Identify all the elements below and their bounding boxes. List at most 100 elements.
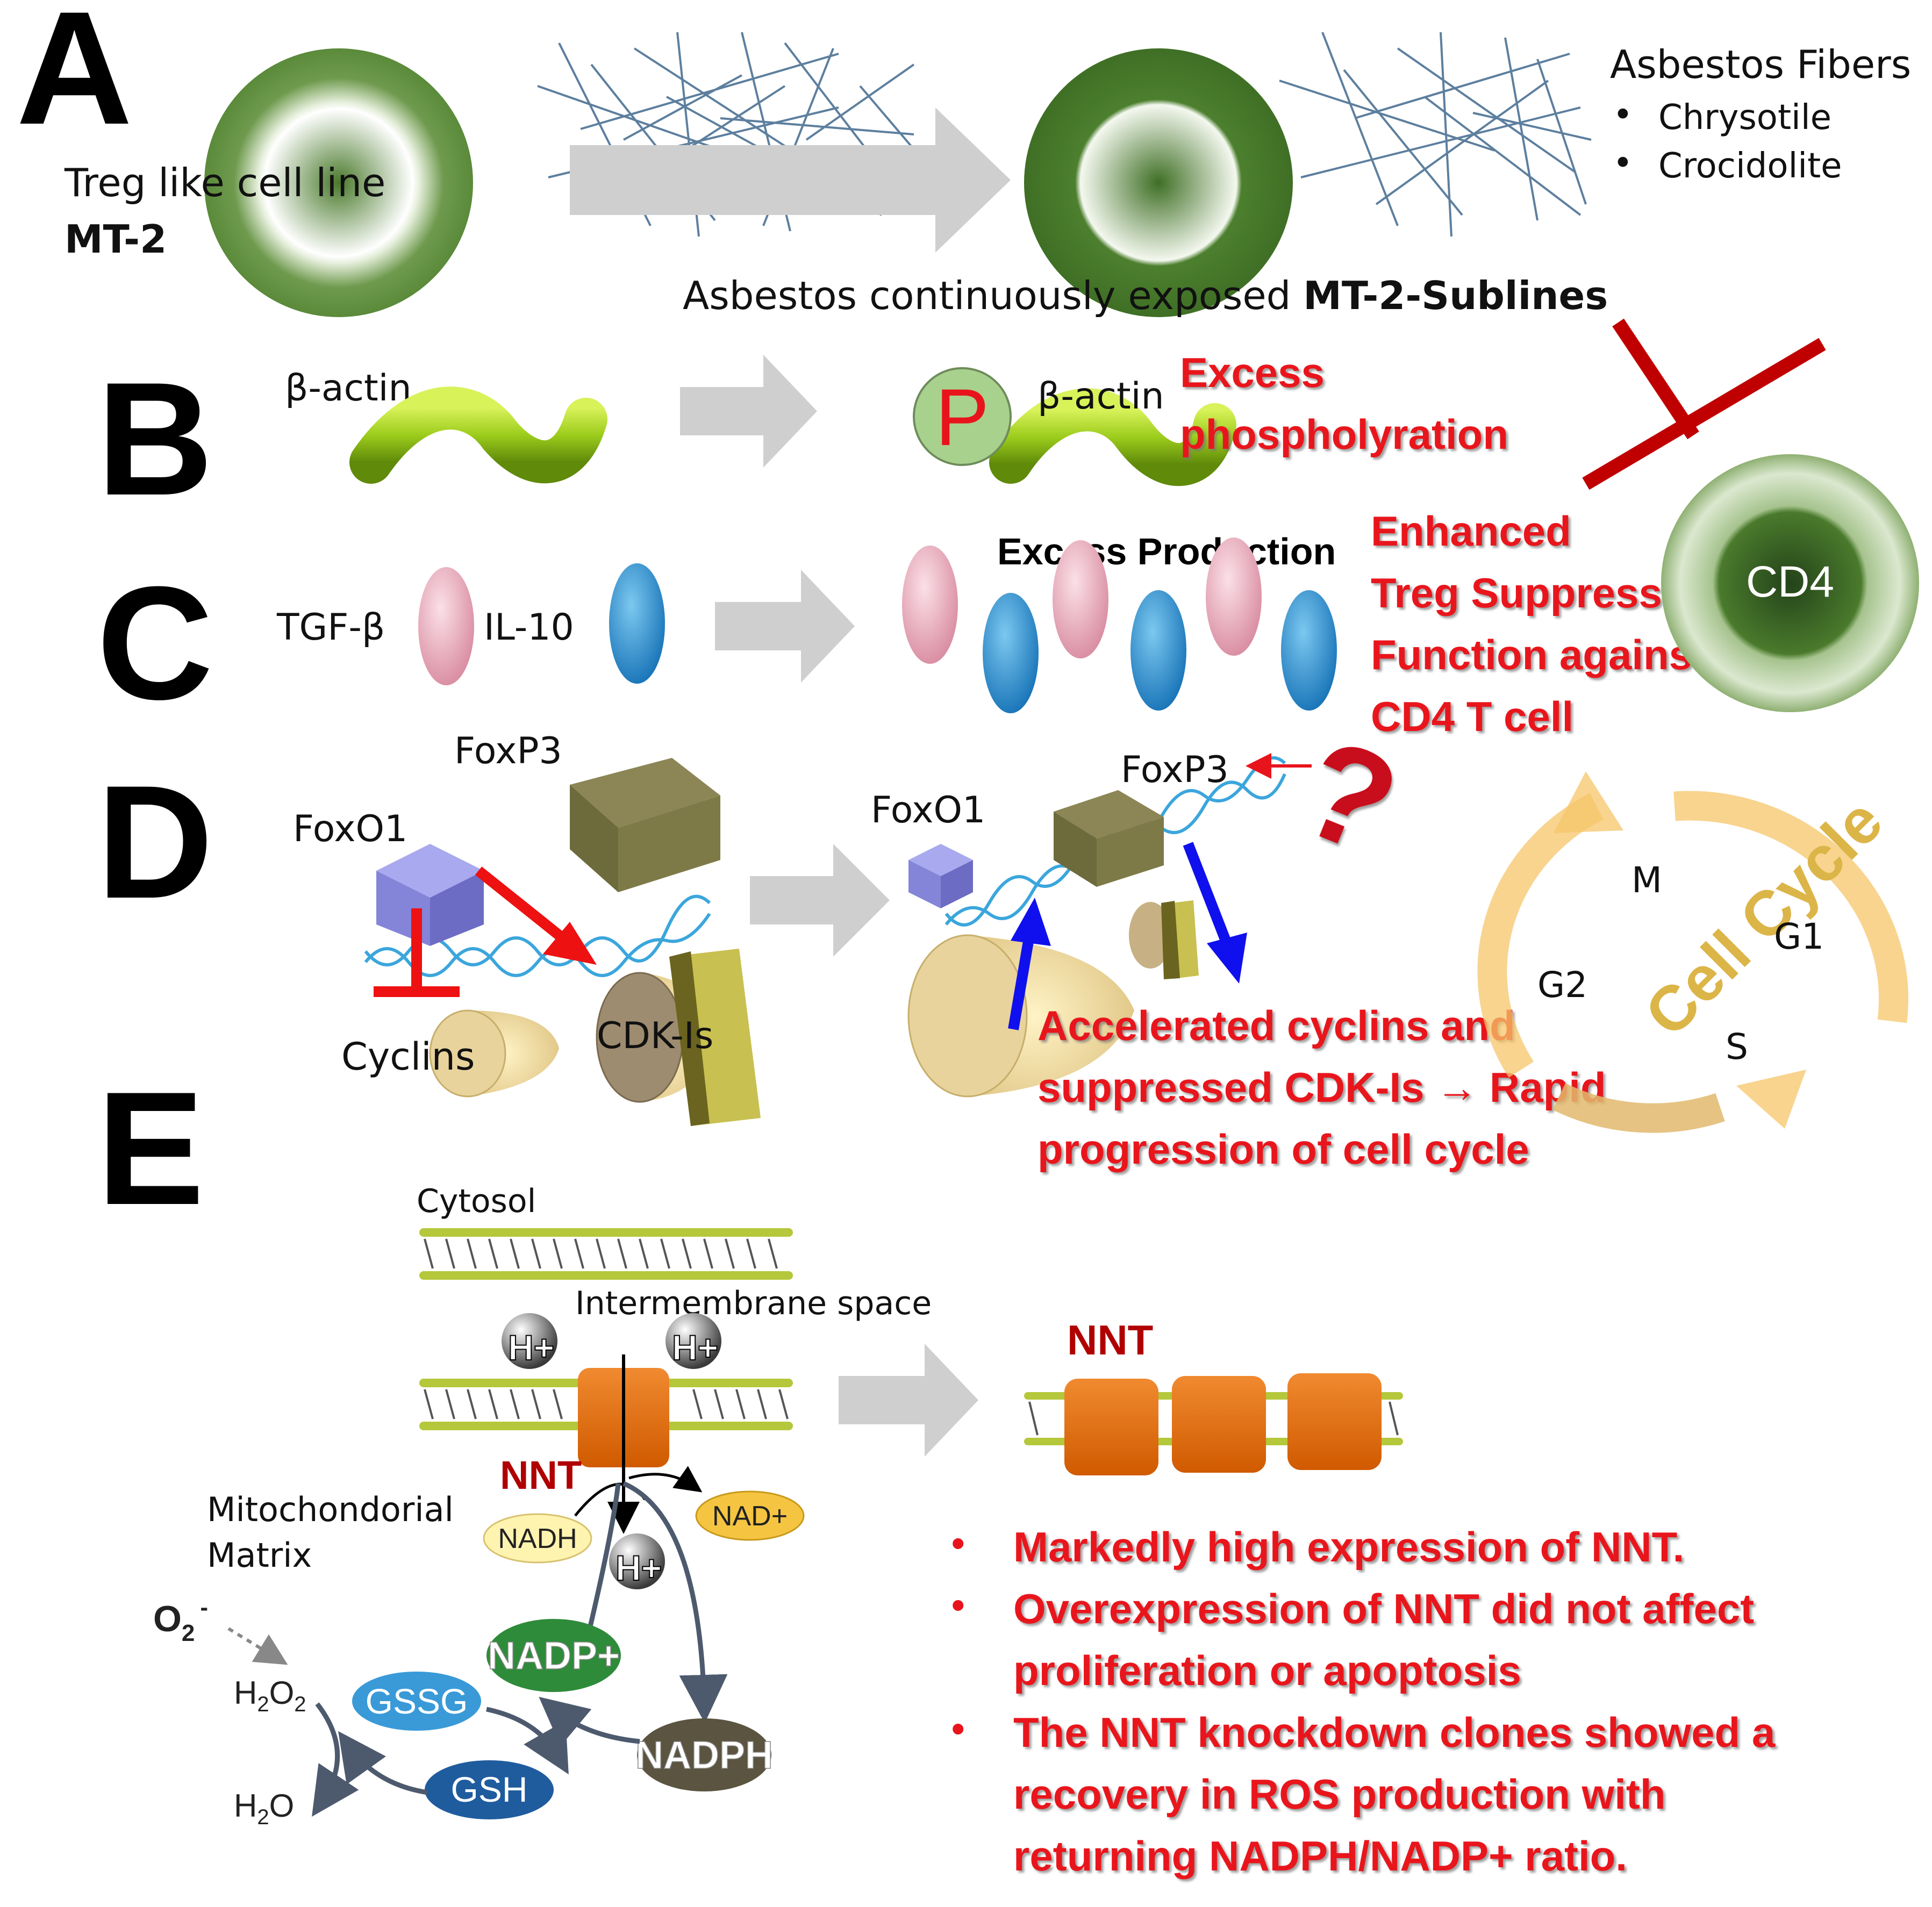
sublines-caption-prefix: Asbestos continuously exposed	[683, 273, 1303, 318]
gsh-to-gssg-arrow	[338, 1731, 428, 1795]
nnt-block-1	[1064, 1379, 1158, 1475]
nad-plus-curve	[628, 1466, 703, 1493]
foxp3-right-label: FoxP3	[1121, 749, 1229, 791]
question-mark: ?	[1280, 708, 1418, 885]
d-result-line-1: Accelerated cyclins and	[1037, 1002, 1515, 1049]
cytosol-label: Cytosol	[417, 1182, 536, 1220]
h2o2-h: H	[234, 1675, 257, 1711]
cyclins-up-arrow	[1008, 898, 1051, 1030]
fiber-bullet-2: •	[1613, 144, 1633, 183]
proton-1-label: H+	[508, 1328, 554, 1367]
finding-2: Overexpression of NNT did not affect	[1013, 1585, 1754, 1632]
arrow-d	[750, 844, 890, 957]
superoxide-label: O2-	[153, 1594, 208, 1646]
cyclins-cone-left	[429, 1009, 559, 1098]
h2o-h: H	[234, 1788, 257, 1824]
il10-label: IL-10	[484, 606, 574, 649]
arrow-a	[570, 107, 1011, 253]
arrow-b	[680, 355, 817, 468]
nadh-node	[483, 1513, 592, 1564]
panel-d: D FoxP3 FoxO1	[97, 708, 1908, 1173]
o2-sup: -	[200, 1594, 208, 1621]
matrix-line-2: Matrix	[207, 1536, 312, 1575]
foxo1-inhibit-cyclins	[374, 908, 460, 997]
cell-line-name: MT-2	[65, 217, 167, 262]
foxo1-box-right	[908, 844, 973, 908]
gssg-to-gsh-arrow	[486, 1707, 569, 1775]
foxp3-box-right	[1054, 790, 1164, 887]
finding-3: proliferation or apoptosis	[1013, 1647, 1521, 1694]
phase-s: S	[1726, 1026, 1748, 1067]
proton-1	[502, 1313, 557, 1369]
fiber-type-1: Chrysotile	[1658, 98, 1831, 138]
cyclins-label: Cyclins	[341, 1035, 475, 1079]
nnt-to-nadph-curve	[622, 1481, 728, 1723]
h2o2-label: H2O2	[234, 1675, 306, 1716]
nadh-label: NADH	[498, 1523, 577, 1554]
panel-b-letter: B	[97, 348, 213, 529]
fibers-title: Asbestos Fibers	[1610, 42, 1911, 87]
proton-2-label: H+	[672, 1328, 718, 1367]
h2o2-o: O	[269, 1675, 295, 1711]
arrow-e	[839, 1344, 978, 1457]
nnt-right-label: NNT	[1067, 1316, 1153, 1364]
panel-c: C TGF-β IL-10 Excess Production Enhanced…	[97, 454, 1919, 740]
h2o-o: O	[269, 1788, 295, 1824]
cell-line-label: Treg like cell line	[64, 160, 385, 205]
il10-1	[983, 593, 1039, 713]
foxo1-right-label: FoxO1	[871, 789, 985, 831]
nad-plus-node	[695, 1490, 805, 1541]
h2o2-sub2: 2	[294, 1693, 306, 1716]
nad-plus-label: NAD+	[712, 1501, 788, 1532]
intermembrane-label: Intermembrane space	[575, 1285, 932, 1322]
finding-bullet-1: •	[951, 1522, 965, 1564]
finding-bullet-2: •	[951, 1584, 965, 1626]
proton-2	[666, 1313, 721, 1369]
finding-bullet-3: •	[951, 1708, 965, 1750]
arrow-c	[715, 570, 855, 683]
phase-g1: G1	[1774, 916, 1824, 957]
il10-2	[1130, 590, 1186, 711]
proton-3-label: H+	[616, 1548, 662, 1588]
il10-3	[1281, 590, 1337, 711]
cdkis-label: CDK-Is	[597, 1015, 713, 1057]
gsh-node	[425, 1760, 554, 1819]
tgf-label: TGF-β	[276, 606, 385, 649]
treg-line-4: CD4 T cell	[1371, 693, 1573, 740]
finding-6: returning NADPH/NADP+ ratio.	[1013, 1832, 1627, 1880]
phospho-result-line1: Excess	[1180, 349, 1325, 396]
treg-line-1: Enhanced	[1371, 507, 1571, 555]
foxp3-left-label: FoxP3	[454, 730, 562, 772]
panel-e-letter: E	[97, 1058, 204, 1238]
inhibition-bar	[1582, 318, 1826, 490]
panel-e: E Cytosol Intermembrane space H+ H+ NNT …	[97, 1058, 1776, 1880]
tgf-beta-3	[1206, 537, 1262, 656]
o2-sub: 2	[182, 1620, 195, 1646]
nadp-plus-node	[486, 1619, 621, 1692]
nadph-node	[637, 1718, 771, 1791]
nadp-plus-label: NADP+	[488, 1634, 620, 1677]
h2o2-sub1: 2	[257, 1693, 269, 1716]
nnt-overexpressed-membrane	[1024, 1373, 1403, 1475]
mt2-cell	[204, 48, 473, 317]
o2-o: O	[153, 1598, 182, 1639]
phospho-marker	[913, 367, 1012, 466]
outer-membrane	[419, 1228, 793, 1280]
gssg-node	[352, 1672, 481, 1731]
mt2-subline-cell	[1024, 48, 1293, 317]
cd4-label: CD4	[1746, 557, 1834, 606]
finding-4: The NNT knockdown clones showed a	[1013, 1709, 1776, 1756]
nnt-block-3	[1287, 1373, 1382, 1470]
finding-5: recovery in ROS production with	[1013, 1770, 1666, 1818]
tgf-beta-1	[902, 546, 958, 664]
panel-a: A Treg like cell line MT-2 Asbestos Fibe…	[16, 0, 1911, 318]
foxo1-box-left	[376, 844, 484, 946]
foxo1-activate-cdkis-arrow	[475, 866, 597, 965]
cdkis-complex-left	[596, 949, 761, 1126]
tgf-beta-molecule	[418, 567, 474, 685]
d-result-line-2: suppressed CDK-Is → Rapid	[1037, 1064, 1606, 1111]
phase-g2: G2	[1537, 964, 1587, 1006]
asbestos-fibers-right	[1279, 32, 1592, 237]
panel-d-letter: D	[97, 751, 213, 932]
